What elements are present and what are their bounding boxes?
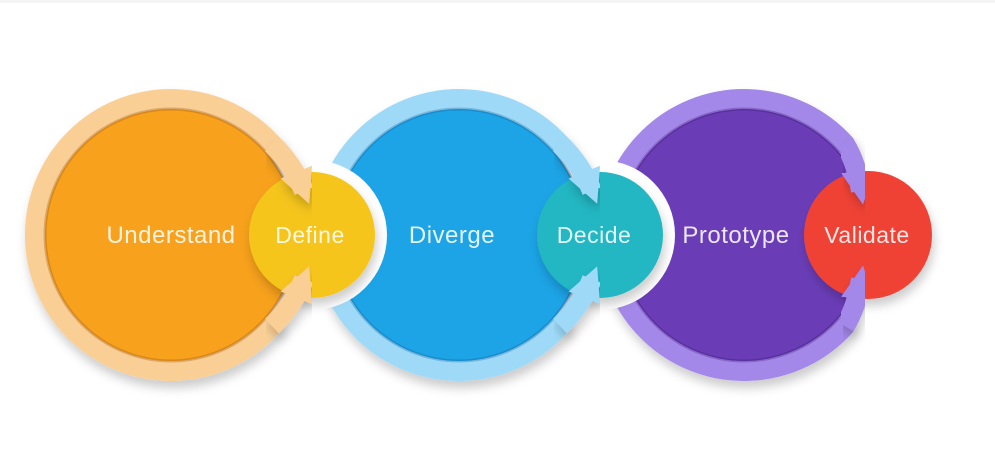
understand-ring xyxy=(24,89,282,381)
prototype-arrows xyxy=(836,138,875,332)
define-label: Define xyxy=(275,222,344,248)
stage-validate-group xyxy=(804,171,932,299)
diverge-arrow-bottom-icon xyxy=(552,266,602,334)
validate-label: Validate xyxy=(824,222,909,248)
understand-arrow-bottom-icon xyxy=(264,266,314,334)
prototype-arrow-top-icon xyxy=(836,138,875,205)
stage-decide-group xyxy=(537,172,663,298)
define-circle xyxy=(249,172,375,298)
prototype-arrow-bottom-icon xyxy=(836,265,875,332)
decide-label: Decide xyxy=(557,222,632,248)
stage-understand-group xyxy=(24,89,299,381)
validate-circle xyxy=(804,171,932,299)
understand-label: Understand xyxy=(106,222,235,249)
understand-arrow-top-icon xyxy=(264,136,314,204)
prototype-label: Prototype xyxy=(682,222,789,249)
top-border-strip xyxy=(0,0,995,3)
diverge-arrow-top-icon xyxy=(552,136,602,204)
understand-arrows xyxy=(264,136,314,334)
stage-define-group xyxy=(249,172,375,298)
decide-circle xyxy=(537,172,663,298)
diverge-label: Diverge xyxy=(409,222,495,249)
diverge-arrows xyxy=(552,136,602,334)
